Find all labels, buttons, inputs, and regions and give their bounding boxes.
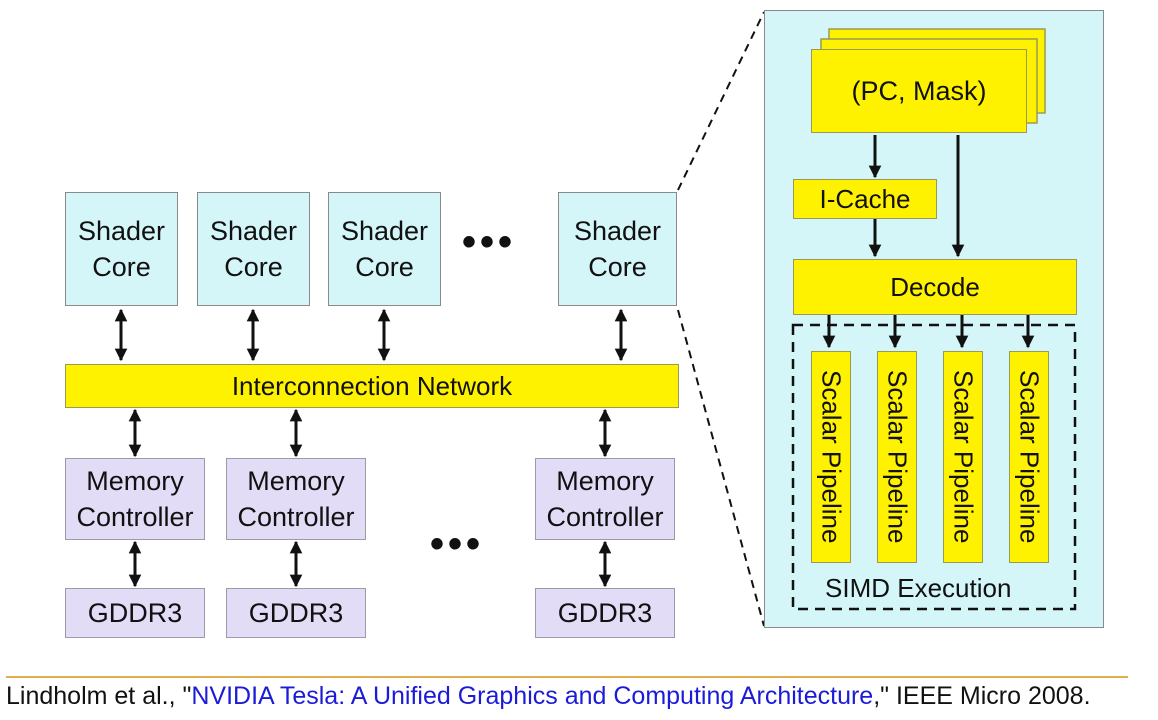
- icache-box: I-Cache: [793, 179, 937, 219]
- zoom-line-top: [677, 11, 765, 191]
- simd-execution-region: [791, 323, 1077, 611]
- scalar-pipeline-4: Scalar Pipeline: [1009, 351, 1049, 563]
- pc-mask-box: (PC, Mask): [811, 49, 1027, 133]
- shader-ellipsis: •••: [462, 220, 517, 264]
- zoom-line-bottom: [677, 309, 765, 627]
- scalar-pipeline-3: Scalar Pipeline: [943, 351, 983, 563]
- simd-execution-label: SIMD Execution: [823, 573, 1014, 604]
- decode-box: Decode: [793, 259, 1077, 315]
- citation: Lindholm et al., "NVIDIA Tesla: A Unifie…: [6, 682, 1091, 711]
- scalar-pipeline-1: Scalar Pipeline: [811, 351, 851, 563]
- interconnection-network: Interconnection Network: [65, 364, 679, 408]
- shader-core-detail-panel: (PC, Mask) I-Cache Decode Scalar Pipelin…: [764, 10, 1104, 628]
- gddr3-2: GDDR3: [226, 588, 366, 638]
- footer-rule: [6, 676, 1128, 678]
- gddr3-1: GDDR3: [65, 588, 205, 638]
- gddr3-3: GDDR3: [535, 588, 675, 638]
- memory-ellipsis: •••: [430, 522, 485, 566]
- scalar-pipeline-2: Scalar Pipeline: [877, 351, 917, 563]
- citation-link[interactable]: NVIDIA Tesla: A Unified Graphics and Com…: [191, 682, 874, 710]
- citation-prefix: Lindholm et al., ": [6, 682, 192, 710]
- citation-suffix: ," IEEE Micro 2008.: [873, 682, 1091, 710]
